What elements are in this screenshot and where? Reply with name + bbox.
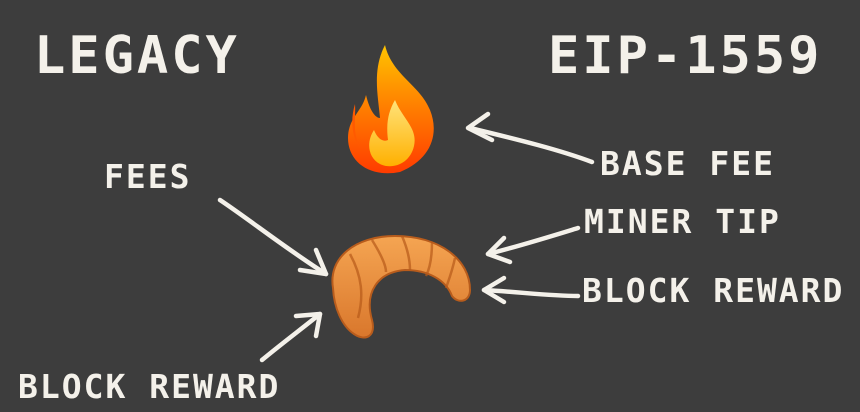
base-fee-arrow	[465, 111, 595, 165]
croissant-icon	[331, 234, 472, 339]
flame-icon	[348, 45, 434, 174]
miner-tip-label: MINER TIP	[584, 202, 781, 241]
base-fee-label: BASE FEE	[600, 144, 775, 183]
eip-block-reward-label: BLOCK REWARD	[582, 271, 845, 310]
miner-tip-arrow	[485, 225, 581, 265]
fees-label: FEES	[104, 157, 192, 196]
eip-block-reward-arrow	[481, 275, 581, 305]
legacy-block-reward-arrow	[259, 311, 323, 363]
legacy-title: LEGACY	[34, 26, 240, 86]
eip-1559-title: EIP-1559	[548, 26, 823, 86]
legacy-block-reward-label: BLOCK REWARD	[18, 367, 281, 406]
fees-arrow	[217, 197, 329, 277]
